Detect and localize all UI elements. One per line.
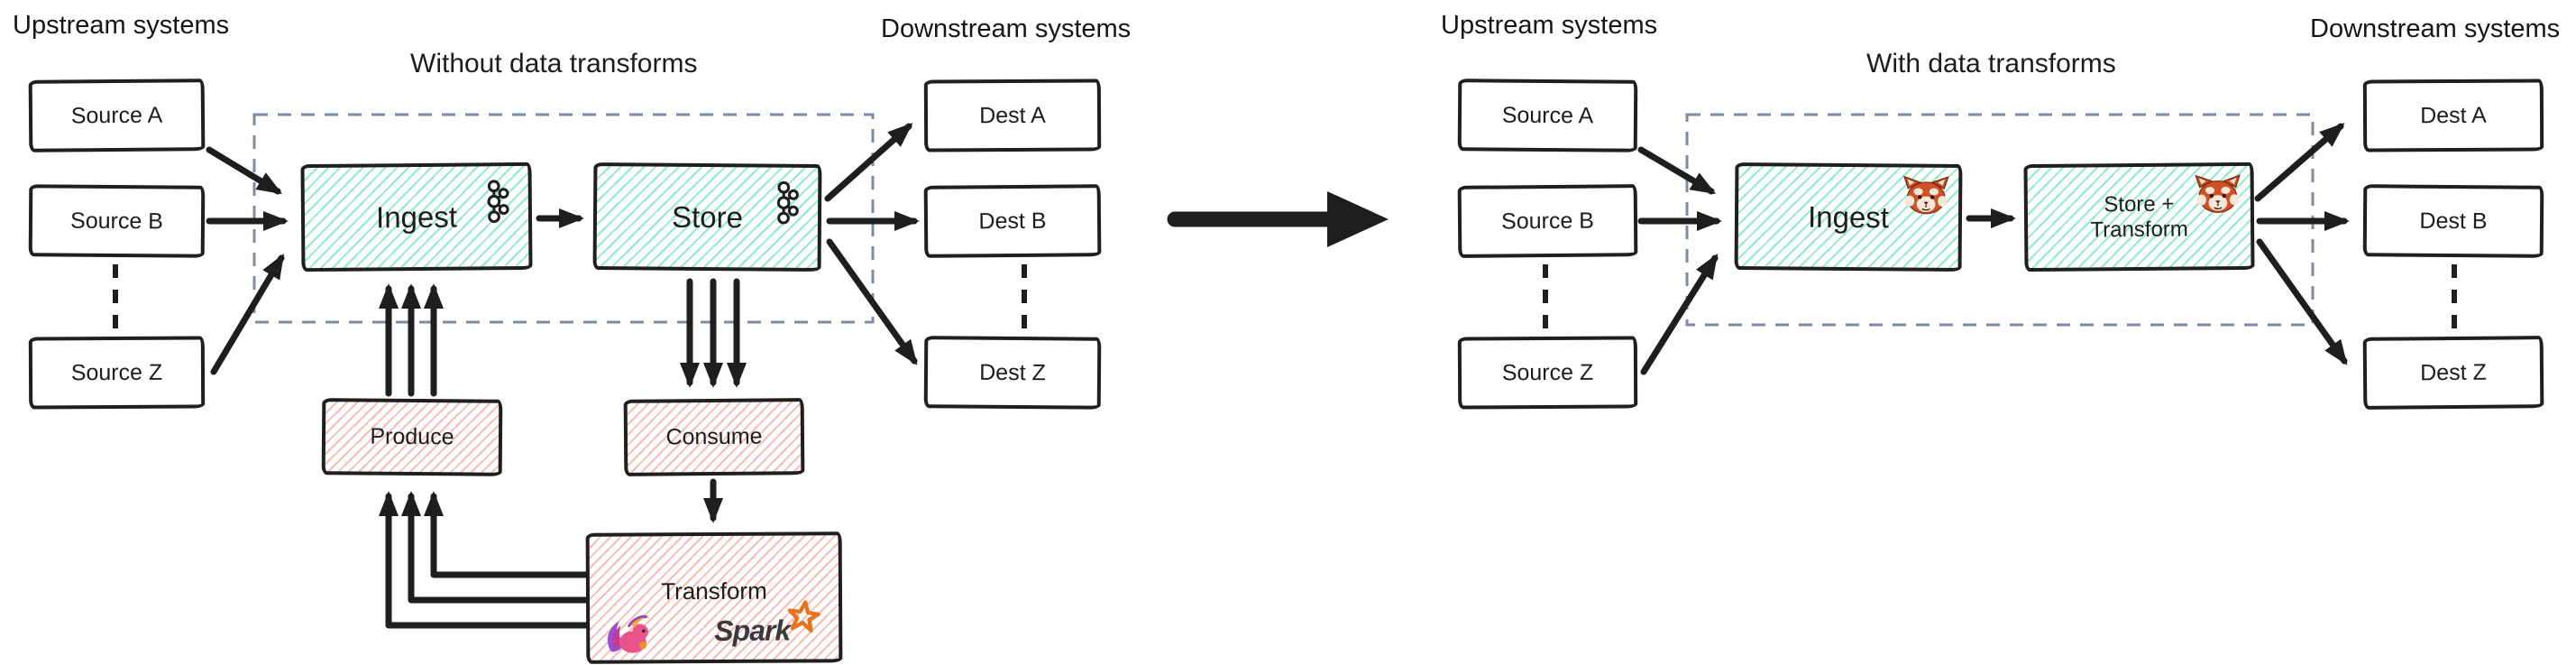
redpanda-icon [2195,174,2241,213]
left-source-z-label: Source Z [70,359,163,385]
arrow-right-source-a-to-ingest [1637,146,1717,195]
arrow-left-store-to-dest-a [824,123,913,202]
right-ingest-label: Ingest [1807,199,1890,234]
arrow-left-transform-to-produce-1 [424,491,590,578]
right-diagram-title: With data transforms [1866,49,2116,79]
left-downstream-label: Downstream systems [881,14,1132,43]
arrow-left-transform-to-produce-2 [401,491,590,604]
left-consume-label: Consume [665,423,763,450]
kafka-icon [776,180,799,225]
arrow-left-transform-to-produce-3 [379,491,590,629]
left-ingest-box: Ingest [300,162,533,272]
arrow-left-store-to-dest-z [826,238,918,365]
left-produce-box: Produce [321,398,503,476]
left-dest-b-box: Dest B [923,184,1102,258]
spark-star-icon [787,600,820,633]
left-dest-b-label: Dest B [978,208,1047,234]
arrow-right-source-z-to-ingest [1640,253,1719,375]
spark-wordmark: Spark [714,614,791,647]
left-transform-box: Transform Spark [585,531,843,664]
right-source-b-label: Source B [1500,208,1595,234]
right-dest-a-box: Dest A [2362,79,2544,152]
left-dest-a-label: Dest A [979,102,1046,128]
arrow-right-store-to-dest-a [2254,123,2345,202]
ellipsis-dashed-connectors [113,264,2457,330]
redpanda-icon [1903,175,1949,215]
kafka-icon [487,180,509,224]
left-store-label: Store [671,199,744,234]
left-upstream-label: Upstream systems [13,11,230,40]
flink-icon [607,614,650,653]
right-dest-b-box: Dest B [2362,184,2544,258]
left-produce-label: Produce [370,423,454,450]
left-ingest-label: Ingest [375,199,458,234]
left-source-a-label: Source A [70,102,163,128]
right-dest-b-label: Dest B [2419,208,2488,234]
right-source-b-box: Source B [1457,184,1638,258]
transition-arrow [1167,191,1389,247]
left-source-a-box: Source A [28,79,206,152]
arrow-left-source-z-to-ingest [210,253,285,375]
right-ingest-box: Ingest [1734,162,1963,272]
right-source-z-box: Source Z [1457,336,1638,410]
left-dest-z-label: Dest Z [979,359,1046,385]
right-upstream-label: Upstream systems [1441,11,1658,40]
right-store-transform-line1: Store + [2104,191,2175,217]
left-store-box: Store [592,162,822,272]
arrow-left-source-a-to-ingest [206,146,283,195]
left-consume-box: Consume [623,398,805,476]
left-diagram-title: Without data transforms [410,49,698,79]
right-store-transform-box: Store + Transform [2023,162,2255,272]
spark-logo: Spark [714,600,824,649]
right-downstream-label: Downstream systems [2310,14,2561,43]
arrow-right-store-to-dest-z [2256,238,2348,365]
right-dest-z-box: Dest Z [2362,336,2544,410]
right-source-z-label: Source Z [1501,359,1594,385]
left-source-b-label: Source B [69,208,164,234]
right-source-a-box: Source A [1457,79,1638,152]
left-source-b-box: Source B [28,184,206,258]
left-dest-a-box: Dest A [923,79,1102,152]
left-source-z-box: Source Z [28,336,206,410]
right-dest-a-label: Dest A [2420,102,2487,128]
left-dest-z-box: Dest Z [923,336,1102,410]
right-store-transform-line2: Transform [2090,217,2188,242]
right-source-a-label: Source A [1501,102,1594,128]
right-dest-z-label: Dest Z [2420,359,2487,385]
